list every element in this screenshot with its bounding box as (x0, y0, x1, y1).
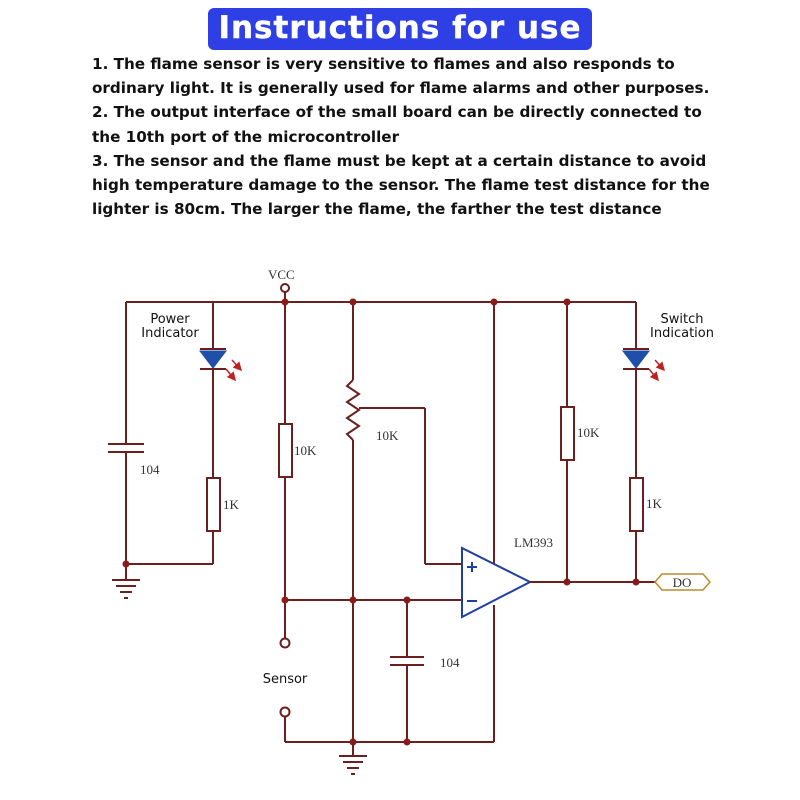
output-label: DO (673, 575, 692, 590)
vcc-rail (126, 283, 636, 303)
switch-led-resistor (629, 477, 644, 582)
left-ground-icon (112, 579, 140, 599)
left-capacitor (108, 302, 144, 580)
comparator-icon (461, 546, 533, 619)
cap-bottom-value: 104 (440, 655, 460, 670)
sensor-terminal-top (279, 637, 291, 649)
sensor-pullup-resistor (278, 298, 293, 638)
res-sensor-pullup-value: 10K (294, 443, 317, 458)
vcc-terminal (280, 283, 290, 293)
cap-left-value: 104 (140, 462, 160, 477)
power-indicator-label-2: Indicator (141, 326, 199, 341)
instruction-1: 1. The flame sensor is very sensitive to… (92, 55, 710, 98)
bottom-ground-icon (339, 742, 367, 775)
sensor-terminal-bottom (279, 706, 291, 718)
power-led-resistor (206, 477, 221, 564)
power-led-icon (198, 302, 243, 478)
power-indicator-label-1: Power (150, 312, 190, 327)
switch-indication-label-2: Indication (650, 326, 714, 341)
comparator-label: LM393 (514, 535, 553, 550)
res-output-pullup-value: 10K (577, 425, 600, 440)
pot-value: 10K (376, 428, 399, 443)
potentiometer-icon (345, 298, 462, 742)
res-switch-led-value: 1K (646, 496, 663, 511)
bottom-capacitor (390, 600, 424, 742)
switch-indication-label-1: Switch (661, 312, 704, 327)
instruction-2: 2. The output interface of the small boa… (92, 103, 702, 146)
output-pullup-resistor (560, 298, 575, 582)
instructions-text: 1. The flame sensor is very sensitive to… (92, 52, 717, 221)
do-output-port (654, 573, 711, 591)
page-title: Instructions for use (208, 8, 592, 50)
sensor-label: Sensor (263, 672, 308, 687)
switch-led-icon (621, 302, 666, 478)
vcc-label: VCC (268, 267, 295, 282)
title-banner: Instructions for use (0, 8, 800, 50)
res-power-led-value: 1K (223, 497, 240, 512)
instruction-3: 3. The sensor and the flame must be kept… (92, 151, 710, 219)
